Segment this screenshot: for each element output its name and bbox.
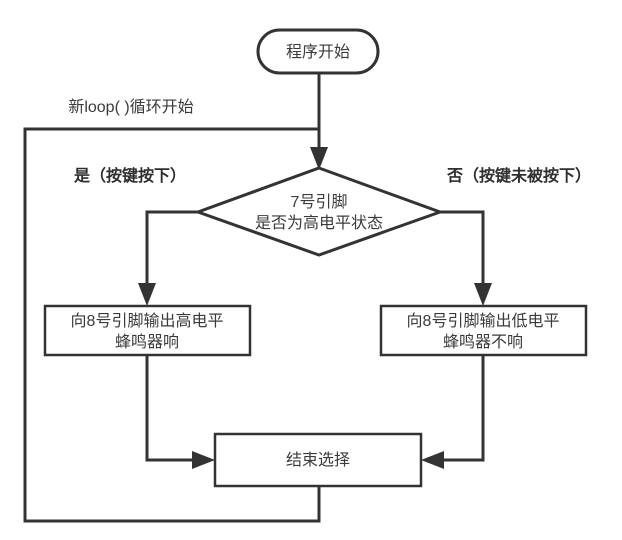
arrowhead-into-process-no	[474, 283, 492, 306]
arrowhead-into-decision	[310, 147, 328, 170]
connector-loop-back	[23, 127, 321, 523]
connector-yes-branch	[145, 210, 198, 288]
node-decision-line1: 7号引脚	[291, 193, 348, 211]
node-start	[256, 28, 380, 75]
node-start-label: 程序开始	[286, 43, 350, 61]
node-process-yes-line2: 蜂鸣器响	[115, 333, 179, 351]
arrowhead-into-process-yes	[138, 283, 156, 306]
label-loop-back: 新loop( )循环开始	[68, 98, 193, 116]
label-branch-no: 否（按键未被按下）	[446, 166, 591, 185]
connector-no-branch	[440, 210, 485, 288]
node-end-select	[213, 432, 423, 488]
node-process-no-line2: 蜂鸣器不响	[443, 333, 523, 351]
node-process-yes	[43, 304, 252, 357]
arrowhead-into-endselect-right	[421, 451, 444, 469]
node-end-select-label: 结束选择	[286, 451, 350, 469]
node-process-yes-line1: 向8号引脚输出高电平	[71, 312, 224, 330]
node-process-no-line1: 向8号引脚输出低电平	[407, 312, 560, 330]
connector-yes-to-endselect	[145, 355, 196, 462]
arrowhead-into-endselect-left	[192, 451, 215, 469]
node-process-no	[379, 304, 588, 357]
connector-no-to-endselect	[440, 355, 485, 462]
label-branch-yes: 是（按键按下）	[73, 166, 186, 185]
node-decision	[193, 166, 445, 257]
node-decision-line2: 是否为高电平状态	[255, 214, 383, 232]
